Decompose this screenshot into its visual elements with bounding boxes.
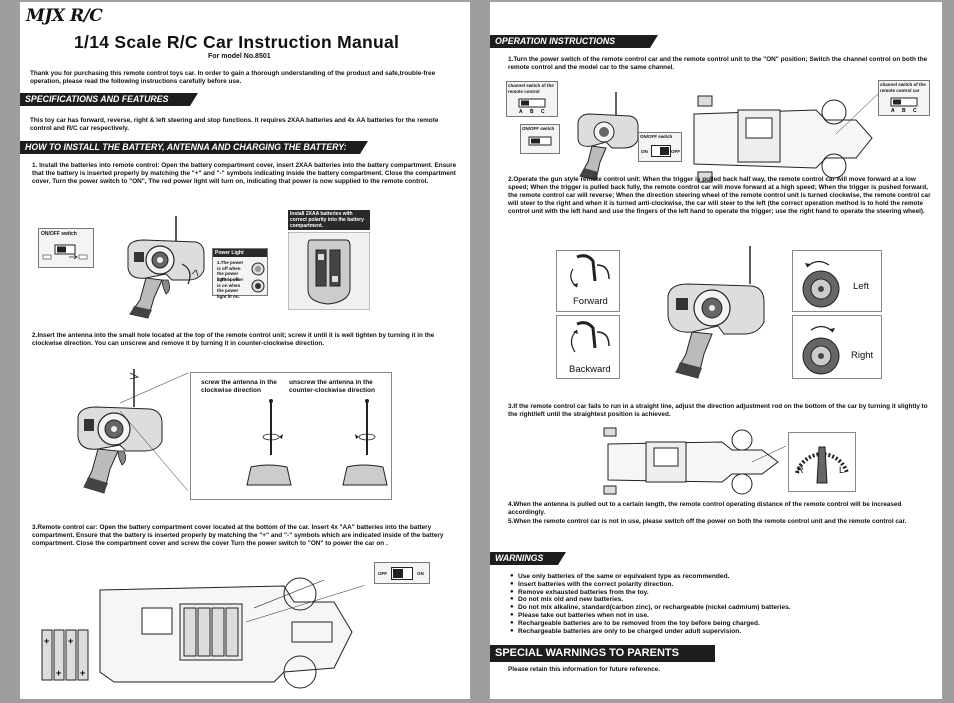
off-short-label: OFF [671, 149, 680, 154]
trigger-backward-icon [570, 321, 610, 353]
parents-text: Please retain this information for futur… [508, 666, 660, 673]
power-light-note-2: 2.The power is on when the power light l… [217, 277, 244, 299]
warning-item: Rechargeable batteries are to be removed… [510, 620, 936, 628]
power-light-note-1: 1.The power is off when the power light … [217, 260, 244, 282]
warning-item: Do not mix alkaline, standard(carbon zin… [510, 604, 936, 612]
car-switch-inset: OFF ON [374, 562, 430, 584]
screw-label: screw the antenna in the clockwise direc… [201, 379, 277, 394]
car-onoff-inset: ON/OFF switch ON OFF [638, 132, 682, 162]
left-page: MJX R/C 1/14 Scale R/C Car Instruction M… [20, 2, 470, 699]
l-label: L [839, 465, 845, 475]
warning-item: Use only batteries of the same or equiva… [510, 573, 936, 581]
model-number: For model No.8501 [208, 53, 271, 60]
svg-text:+: + [80, 668, 85, 678]
parents-heading: SPECIAL WARNINGS TO PARENTS [490, 645, 715, 662]
car-chassis-op1 [693, 89, 882, 183]
unscrew-label: unscrew the antenna in the counter-clock… [289, 379, 375, 394]
svg-text:C: C [913, 108, 917, 114]
trigger-forward-icon [570, 254, 610, 288]
antenna-screw-icons [246, 399, 388, 486]
op4-text: 4.When the antenna is pulled out to a ce… [508, 501, 902, 516]
indicator-light-icon [251, 262, 265, 293]
car-channel-inset: channel switch of the remote control car… [878, 80, 930, 116]
backward-label: Backward [569, 364, 611, 375]
specifications-text: This toy car has forward, reverse, right… [30, 117, 439, 132]
svg-text:A: A [891, 108, 895, 114]
off-label: OFF [378, 571, 387, 576]
wheel-right-icon [802, 325, 840, 375]
car-switch-icon [391, 567, 413, 580]
car-channel-label: channel switch of the remote control car [880, 82, 926, 93]
svg-text:C: C [541, 109, 545, 115]
on-label: ON [417, 571, 424, 576]
forward-label: Forward [573, 296, 608, 307]
switch-icon [42, 244, 88, 259]
battery-compartment-inset: Install 2XAA batteries with correct pola… [288, 210, 370, 310]
specifications-heading: SPECIFICATIONS AND FEATURES [20, 93, 198, 106]
svg-text:B: B [530, 109, 534, 115]
car-channel-switch-icon: A B C [890, 97, 918, 114]
car-chassis-battery-illustration: + + + + [41, 577, 364, 689]
warning-item: Please take out batteries when not in us… [510, 612, 936, 620]
left-steer-panel: Left [792, 250, 882, 312]
svg-text:+: + [68, 636, 73, 646]
antenna-screw-inset: screw the antenna in the clockwise direc… [190, 372, 392, 500]
wheel-left-icon [802, 260, 840, 308]
remote-onoff-inset: ON/OFF switch [520, 124, 560, 154]
car-onoff-switch-icon [651, 145, 671, 157]
left-label: Left [853, 281, 869, 292]
brand-logo: MJX R/C [26, 6, 103, 26]
step2-text: 2.Insert the antenna into the small hole… [32, 332, 435, 347]
warnings-heading: WARNINGS [490, 552, 566, 565]
intro-text: Thank you for purchasing this remote con… [30, 70, 436, 85]
right-label: Right [851, 350, 874, 361]
right-steer-panel: Right [792, 315, 882, 379]
power-light-inset: Power Light 1.The power is off when the … [212, 248, 268, 299]
remote-control-op2 [667, 246, 765, 379]
step3-text: 3.Remote control car: Open the battery c… [32, 524, 444, 547]
svg-text:+: + [44, 636, 49, 646]
warnings-list: Use only batteries of the same or equiva… [510, 573, 936, 635]
remote-channel-inset: channel switch of the remote control A B… [506, 81, 558, 117]
power-light-label: Power Light [213, 249, 267, 257]
remote-onoff-label: ON/OFF switch [522, 126, 555, 131]
install-heading: HOW TO INSTALL THE BATTERY, ANTENNA AND … [20, 141, 368, 154]
remote-battery-icon [288, 232, 370, 310]
warning-item: Do not mix old and new batteries. [510, 596, 936, 604]
onoff-switch-inset: ON/OFF switch [38, 228, 94, 268]
op3-text: 3.If the remote control car fails to run… [508, 403, 928, 418]
op1-text: 1.Turn the power switch of the remote co… [508, 56, 928, 71]
installed-batteries-icon [183, 607, 239, 657]
svg-text:B: B [902, 108, 906, 114]
warning-item: Rechargeable batteries are only to be ch… [510, 628, 936, 636]
operation-heading: OPERATION INSTRUCTIONS [490, 35, 658, 48]
backward-panel: Backward [556, 315, 620, 379]
right-page: OPERATION INSTRUCTIONS 1.Turn the power … [490, 2, 942, 699]
car-onoff-label: ON/OFF switch [640, 134, 673, 139]
install-note: Install 2XAA batteries with correct pola… [288, 210, 370, 230]
adjust-rod-inset: R L [788, 432, 856, 492]
forward-panel: Forward [556, 250, 620, 312]
warning-item: Remove exhausted batteries from the toy. [510, 589, 936, 597]
svg-text:A: A [519, 109, 523, 115]
adjust-dial-icon [795, 446, 849, 484]
remote-channel-label: channel switch of the remote control [508, 83, 554, 94]
warning-item: Insert batteries with the correct polari… [510, 581, 936, 589]
op2-text: 2.Operate the gun style remote control u… [508, 176, 931, 215]
op5-text: 5.When the remote control car is not in … [508, 518, 907, 525]
car-chassis-op3 [603, 427, 786, 495]
r-label: R [797, 465, 804, 475]
step1-text: 1. Install the batteries into remote con… [32, 162, 457, 185]
on-short-label: ON [641, 149, 648, 154]
svg-text:+: + [56, 668, 61, 678]
channel-switch-icon: A B C [518, 98, 546, 115]
loose-batteries-icon: + + + + [41, 629, 89, 681]
remote-control-illustration [127, 216, 205, 319]
remote-control-op1 [577, 92, 639, 181]
page-title: 1/14 Scale R/C Car Instruction Manual [74, 32, 400, 52]
onoff-switch-icon [528, 136, 552, 145]
remote-control-antenna-illustration [77, 369, 188, 494]
onoff-switch-label: ON/OFF switch [41, 231, 77, 237]
